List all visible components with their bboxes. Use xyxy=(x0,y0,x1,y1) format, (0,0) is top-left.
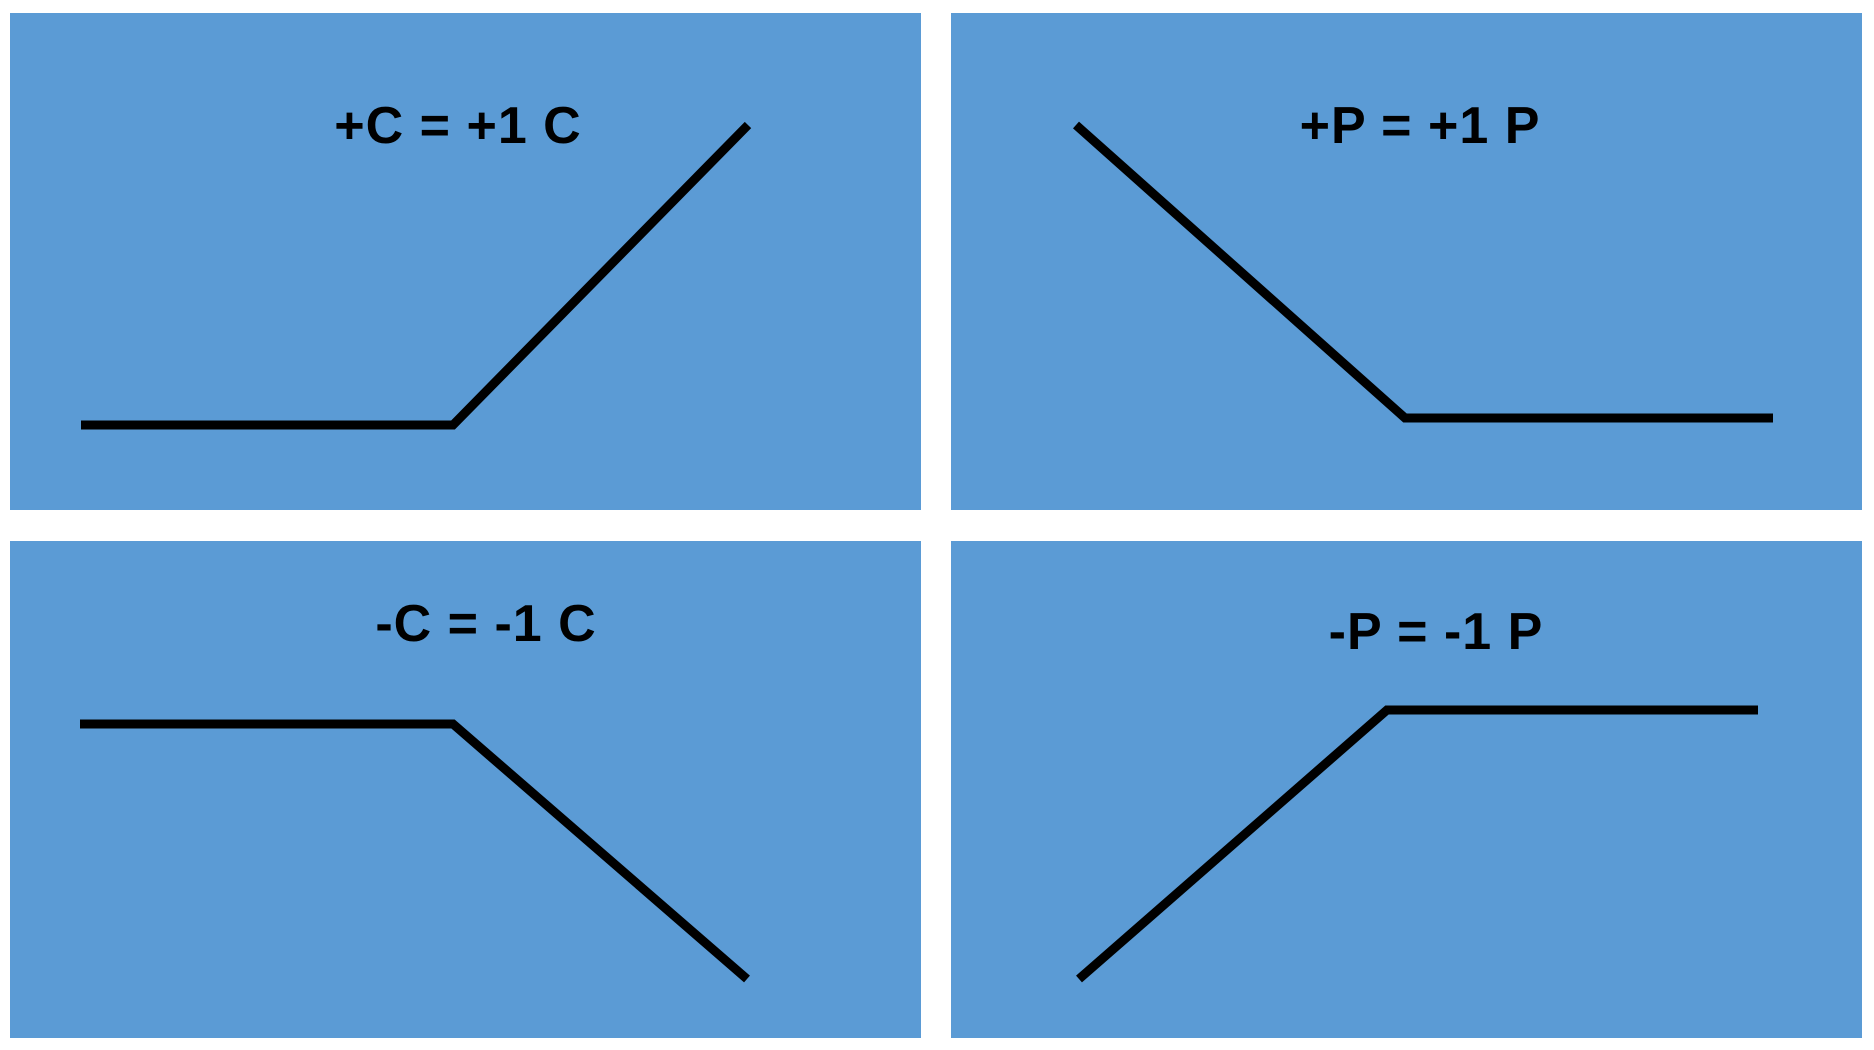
payoff-line xyxy=(1076,705,1758,983)
panel-background xyxy=(10,541,921,1038)
short-put-diagram: -P = -1 P xyxy=(951,541,1862,1038)
short-call-diagram: -C = -1 C xyxy=(10,541,921,1038)
panel-title: +C = +1 C xyxy=(334,97,581,155)
panel-title: +P = +1 P xyxy=(1300,97,1541,155)
panel-background xyxy=(951,13,1862,510)
long-call-diagram: +C = +1 C xyxy=(10,13,921,510)
panel-title: -P = -1 P xyxy=(1329,603,1544,661)
short-put-panel: -P = -1 P xyxy=(951,541,1862,1038)
payoff-line xyxy=(81,121,752,430)
long-put-diagram: +P = +1 P xyxy=(951,13,1862,510)
panel-title: -C = -1 C xyxy=(375,595,596,653)
payoff-line xyxy=(1073,121,1773,423)
long-call-panel: +C = +1 C xyxy=(10,13,921,510)
short-call-panel: -C = -1 C xyxy=(10,541,921,1038)
payoff-line xyxy=(80,719,750,983)
long-put-panel: +P = +1 P xyxy=(951,13,1862,510)
panel-background xyxy=(10,13,921,510)
